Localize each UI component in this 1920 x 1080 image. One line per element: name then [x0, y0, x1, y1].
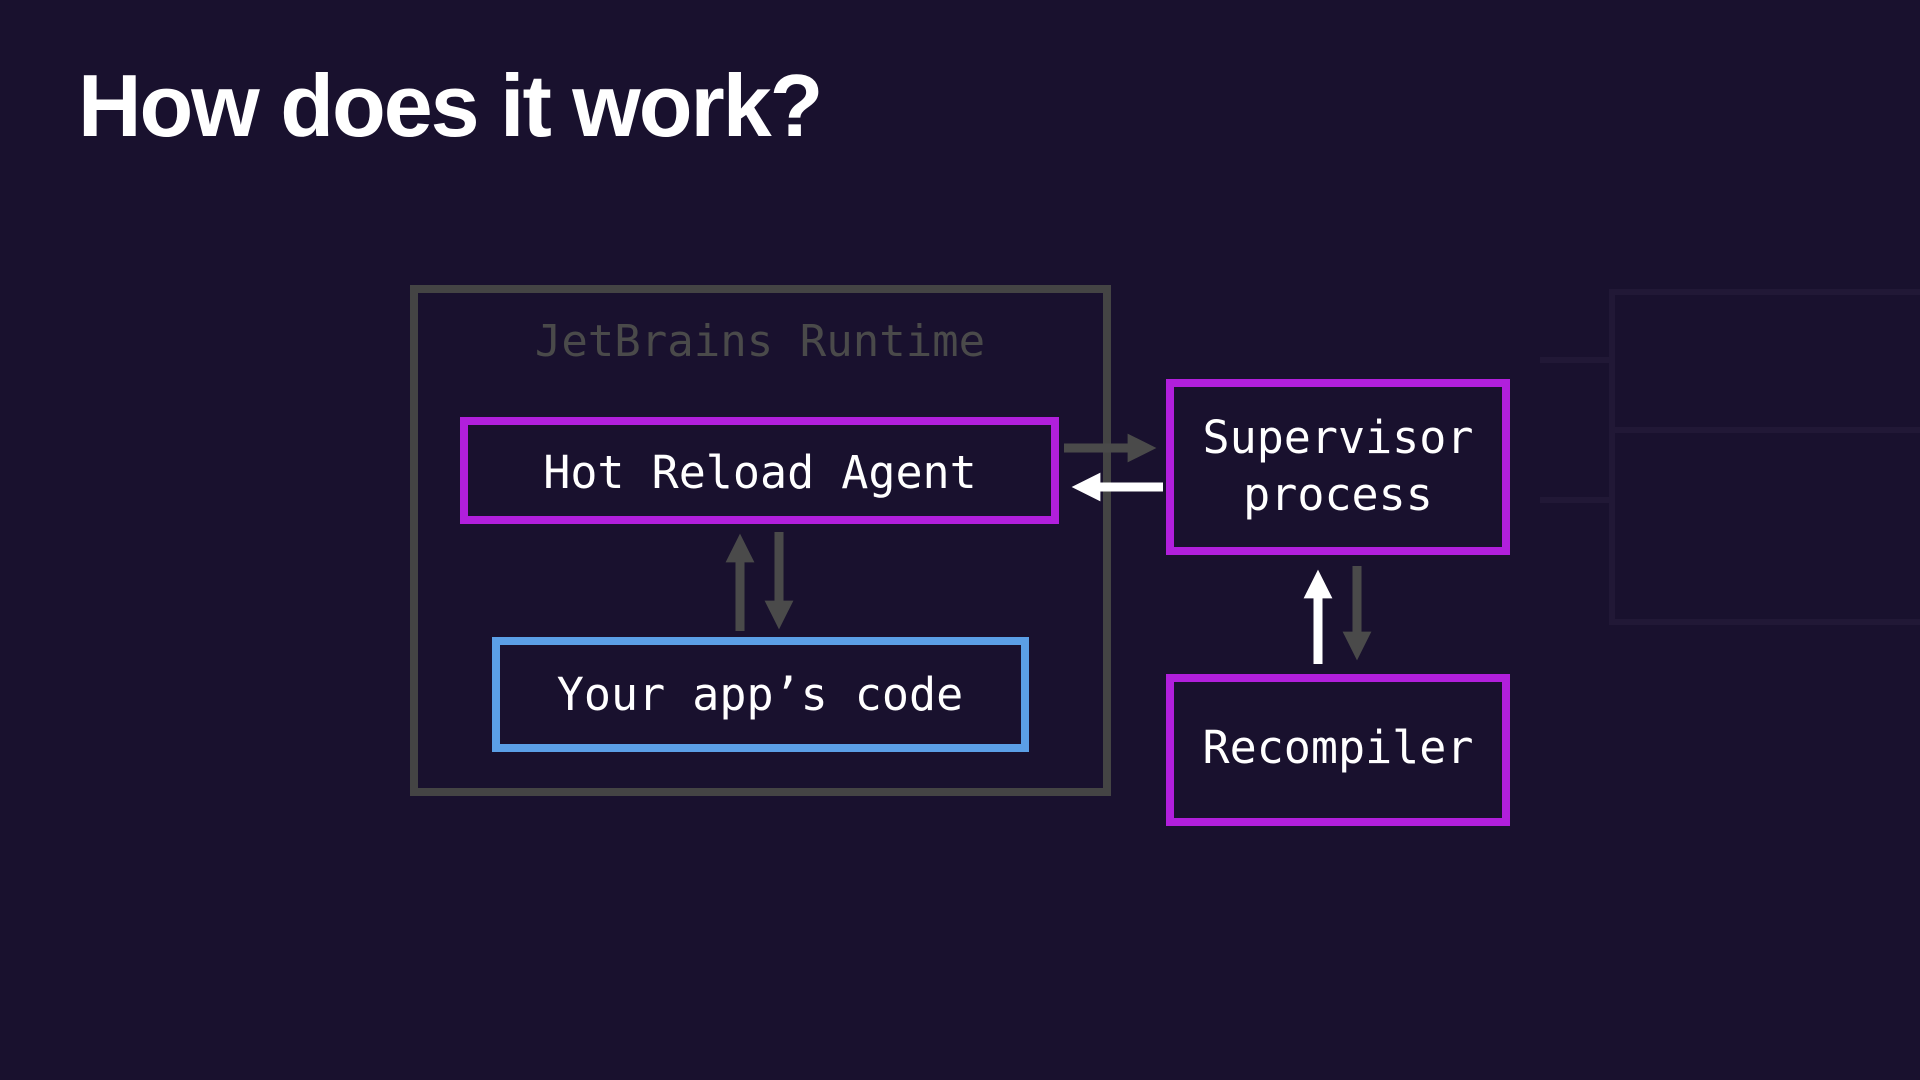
slide-title: How does it work? — [78, 56, 823, 155]
supervisor-label-line2: process — [1243, 468, 1433, 521]
recompiler-label: Recompiler — [1203, 721, 1474, 774]
jetbrains-runtime-container: JetBrains Runtime — [410, 285, 1111, 796]
supervisor-process-box: Supervisor process — [1166, 379, 1510, 555]
hot-reload-agent-box: Hot Reload Agent — [460, 417, 1059, 524]
app-code-box: Your app’s code — [492, 637, 1029, 752]
recompiler-box: Recompiler — [1166, 674, 1510, 826]
app-code-label: Your app’s code — [557, 668, 963, 721]
hot-reload-agent-label: Hot Reload Agent — [543, 446, 976, 499]
supervisor-label-line1: Supervisor — [1203, 411, 1474, 464]
jetbrains-runtime-label: JetBrains Runtime — [535, 316, 985, 367]
faded-background-graphic — [1540, 289, 1920, 625]
